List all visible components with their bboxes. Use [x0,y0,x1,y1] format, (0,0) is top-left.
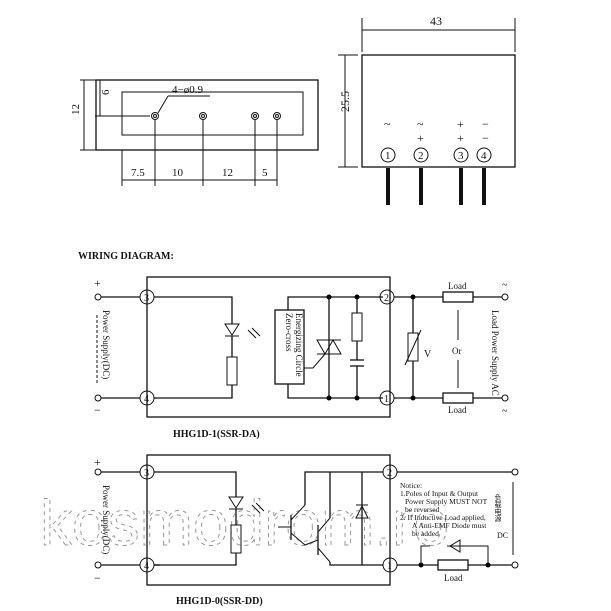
terminal-symbol: − [482,117,489,131]
transistor-icon [278,504,306,546]
terminal-number: 4 [144,561,149,572]
dim-spacing: 5 [262,167,268,179]
terminal-symbol: + [457,117,464,131]
pin-number: 4 [481,150,487,162]
zero-cross-label: Energizing Circle [294,313,304,377]
wiring-diagram-title: WIRING DIAGRAM: [78,251,174,262]
diagram-title: HHG1D-0(SSR-DD) [176,596,263,607]
terminal-number: 1 [384,394,389,405]
load-resistor-icon [442,392,474,404]
ssr-da-diagram: + − Power Supply(DC) 3 4 Zero-cross Ener… [94,276,509,440]
input-power-label: Power Supply(DC) [101,310,111,379]
notice-text: be reversed [405,505,440,514]
dim-spacing: 10 [172,167,184,179]
transistor-icon [304,517,331,563]
watermark: kosmodrom.ro [40,487,449,559]
notice-text: A Anti-EMF Diode must [412,521,487,530]
terminal-number: 3 [144,293,149,304]
dim-offset-6: 6 [100,89,112,95]
pin-holes [151,112,281,120]
zero-cross-box [274,309,305,385]
terminal-symbol: + [417,131,424,145]
pin-number: 3 [458,150,464,162]
load-resistor-icon [442,291,474,303]
terminal-symbol: + [457,131,464,145]
ac-symbol: ~ [502,406,508,417]
side-view-drawing: 43 25.5 ~ ~ + − + + − 1 2 3 4 [338,14,516,205]
or-label: Or [452,346,462,356]
output-power-label: Load Power Supply AC [490,310,500,396]
dim-height-12: 12 [70,104,82,115]
ssr-dd-diagram: + − Power Supply(DC) 3 4 2 1 Load Noti [94,454,519,607]
led-icon [224,323,240,336]
output-power-label: 负载电源 [494,493,502,523]
dim-spacing: 7.5 [131,167,145,179]
varistor-label: V [424,349,432,360]
triac-icon [316,338,342,356]
anti-emf-diode-icon [447,539,489,565]
notice-text: be added [412,529,439,538]
load-label: Load [448,281,467,291]
top-view-drawing: 4−ø0.9 12 6 7.5 10 12 5 [70,79,319,186]
diagram-title: HHG1D-1(SSR-DA) [173,429,260,440]
input-power-label: Power Supply(DC) [101,485,111,554]
zero-cross-label: Zero-cross [284,313,294,352]
load-label: Load [448,405,467,415]
terminal-number: 1 [387,561,392,572]
terminal-symbol: ~ [417,117,424,131]
diode-icon [355,504,369,519]
dim-height-25-5: 25.5 [338,91,352,112]
minus-label: − [94,403,101,417]
pin-number: 1 [385,150,391,162]
minus-label: − [94,571,101,585]
hole-label: 4−ø0.9 [172,84,203,96]
notice-text: Notice: [400,481,422,490]
dim-spacing: 12 [222,167,233,179]
terminal-number: 2 [384,293,389,304]
terminal-number: 2 [387,468,392,479]
pins [386,168,486,205]
load-label: Load [444,573,463,583]
terminal-number: 4 [144,394,149,405]
pin-numbers: 1 2 3 4 [380,147,492,163]
terminal-symbol: − [482,131,489,145]
plus-label: + [94,455,101,469]
notice-text: 1.Poles of Input & Output [400,489,479,498]
output-dc-label: DC [497,531,508,540]
terminal-number: 3 [144,468,149,479]
ac-symbol: ~ [502,280,508,291]
terminal-symbol: ~ [384,117,391,131]
plus-label: + [94,276,101,290]
notice-text: Power Supply MUST NOT [405,497,488,506]
dim-width-43: 43 [430,14,442,28]
pin-number: 2 [418,150,424,162]
resistor-icon [226,356,238,386]
notice-text: 2. If Inductive Load applied, [400,513,486,522]
